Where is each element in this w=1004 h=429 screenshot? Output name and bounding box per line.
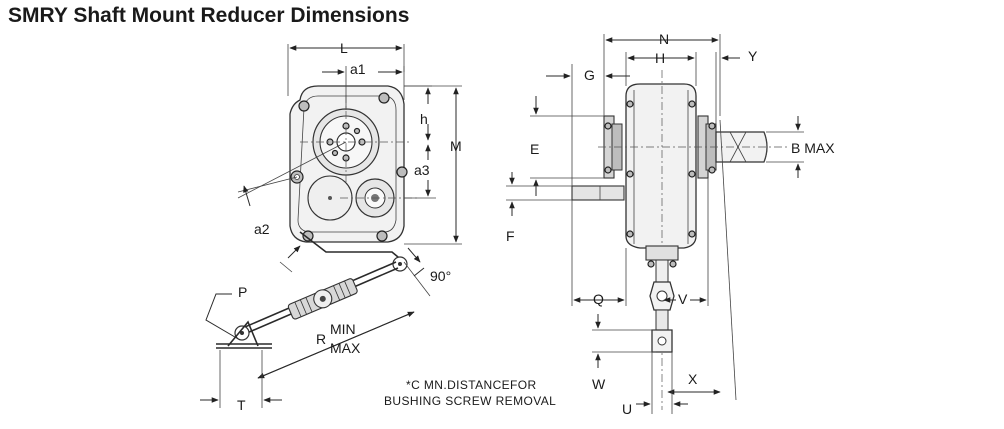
label-E: E [530,141,539,157]
label-R: R [316,331,326,347]
note-line-2: BUSHING SCREW REMOVAL [384,394,556,408]
label-h: h [420,111,428,127]
label-a3: a3 [414,162,430,178]
front-view [200,44,462,408]
note-line-1: *C MN.DISTANCEFOR [406,378,537,392]
label-P: P [238,284,247,300]
label-B-max: B MAX [791,140,835,156]
label-M: M [450,138,462,154]
label-U: U [622,401,632,417]
label-F: F [506,228,515,244]
side-view [506,34,804,414]
label-a2: a2 [254,221,270,237]
label-N: N [659,31,669,47]
label-R-max: MAX [330,340,361,356]
label-R-min: MIN [330,321,356,337]
label-V: V [678,291,688,307]
label-L: L [340,40,348,56]
label-H: H [655,50,665,66]
label-G: G [584,67,595,83]
label-90-deg: 90° [430,268,451,284]
label-X: X [688,371,698,387]
label-W: W [592,376,606,392]
label-T: T [237,397,246,413]
label-Y: Y [748,48,758,64]
label-a1: a1 [350,61,366,77]
page-title: SMRY Shaft Mount Reducer Dimensions [8,4,410,27]
label-Q: Q [593,291,604,307]
